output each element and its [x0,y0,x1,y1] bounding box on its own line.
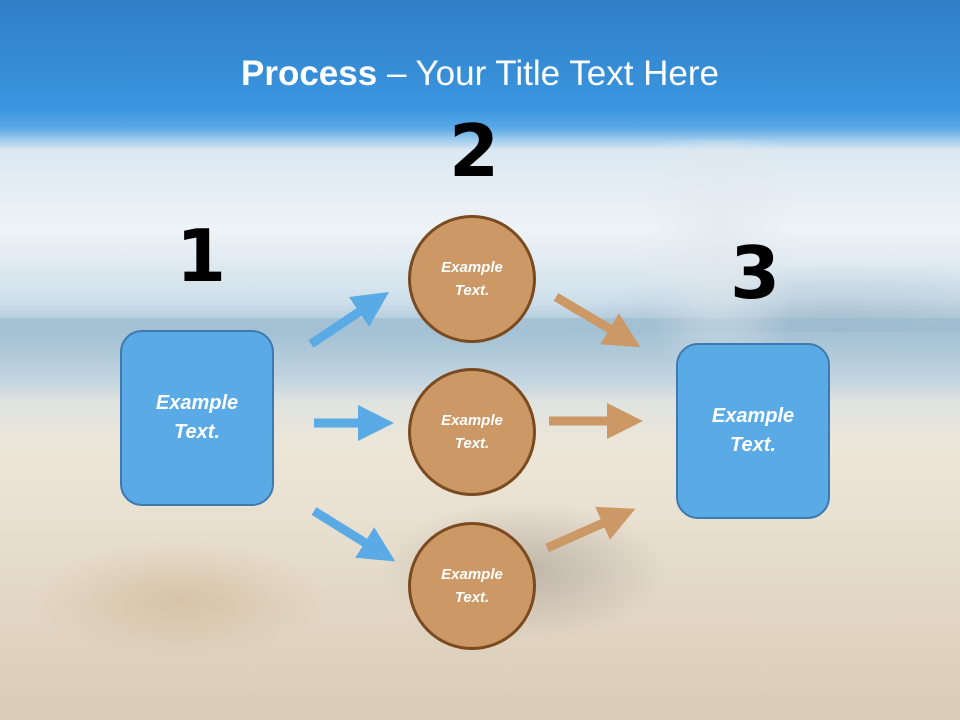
background-sandals-left [30,540,330,660]
circle-middle: Example Text. [408,368,536,496]
title-rest: – Your Title Text Here [377,54,719,93]
arrow-blue-down [311,507,396,562]
circle-bottom-text: Example Text. [441,566,503,606]
step-number-1: 1 [176,214,227,298]
circle-top-text: Example Text. [441,259,503,299]
title-bold: Process [241,54,378,93]
circle-top: Example Text. [408,215,536,343]
arrow-orange-up [545,506,636,553]
step-1-box: Example Text. [120,330,274,506]
step-number-3: 3 [730,231,781,315]
slide-title: Process – Your Title Text Here [0,52,960,96]
step-number-2: 2 [449,109,500,193]
circle-middle-text: Example Text. [441,412,503,452]
circle-bottom: Example Text. [408,522,536,650]
step-3-box: Example Text. [676,343,830,519]
arrow-orange-down [553,293,641,348]
step-3-text: Example Text. [711,405,795,456]
step-1-text: Example Text. [155,392,239,443]
arrow-blue-up [308,292,389,348]
